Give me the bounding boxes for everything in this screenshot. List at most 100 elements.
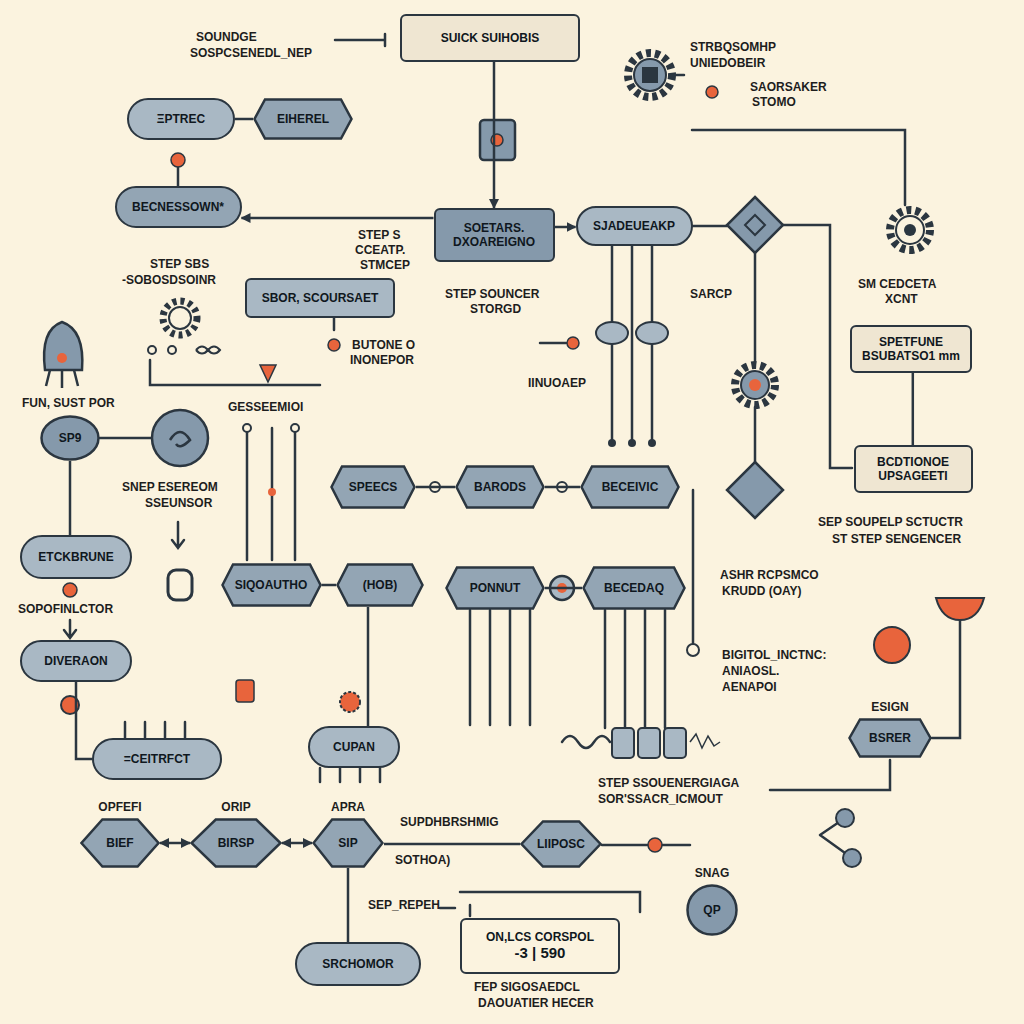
annotation-label: SAORSAKER xyxy=(750,80,827,95)
connector xyxy=(242,217,434,220)
red-dot xyxy=(171,153,185,167)
small-node xyxy=(148,346,156,354)
circle-outline xyxy=(688,886,737,935)
rounded-box: ΞPTREC xyxy=(127,98,235,140)
annotation-label: IINUOAEP xyxy=(528,376,586,391)
small-node xyxy=(168,346,176,354)
hexagon-outline xyxy=(447,568,544,609)
orange-blob xyxy=(874,627,910,663)
hexagon-outline xyxy=(338,565,423,606)
node-label: SP9 xyxy=(59,431,82,445)
connector xyxy=(545,486,580,489)
annotation-label: STORGD xyxy=(470,302,521,317)
annotation-label: STEP SBS xyxy=(150,257,209,272)
hexagon-outline xyxy=(222,565,320,606)
terminal-dot xyxy=(628,439,636,447)
wire xyxy=(605,610,665,728)
annotation-label: DAOUATIER HECER xyxy=(478,996,594,1011)
node-heading: ESIGN xyxy=(871,700,908,714)
process-box: ON,LCS CORSPOL-3 | 590 xyxy=(460,918,620,974)
node-label: LIIPOSC xyxy=(537,837,585,851)
connector xyxy=(160,842,190,845)
hexagon-node: SPEECS xyxy=(330,465,416,509)
process-box: SUICK SUIHOBIS xyxy=(400,14,580,62)
gear-core xyxy=(749,379,761,391)
red-dot xyxy=(706,86,718,98)
annotation-label: STEP S xyxy=(358,228,400,243)
hexagon-outline xyxy=(255,100,352,139)
gear-body xyxy=(634,59,666,91)
gear-icon xyxy=(890,210,930,250)
hexagon-outline xyxy=(332,467,415,508)
rounded-box: CUPAN xyxy=(308,726,400,768)
node-label: BECEDAQ xyxy=(604,581,664,595)
diamond-symbol xyxy=(727,462,783,518)
annotation-label: SUPDHBRSHMIG xyxy=(400,815,499,830)
gear-core xyxy=(904,224,916,236)
connector xyxy=(282,842,312,845)
diamond-outline xyxy=(192,820,281,867)
wire xyxy=(562,736,610,748)
wire xyxy=(320,768,380,782)
annotation-label: SOTHOA) xyxy=(395,853,450,868)
connector xyxy=(347,868,350,942)
terminal-dot xyxy=(291,424,299,432)
diamond-outline xyxy=(522,822,601,867)
wire xyxy=(783,225,852,468)
connector xyxy=(912,373,915,445)
node-label: BSUBATSO1 mm xyxy=(862,349,960,363)
orange-arrow xyxy=(260,365,276,382)
annotation-label: FEP SIGOSAEDCL xyxy=(474,980,580,995)
hexagon-outline xyxy=(584,568,685,609)
node-label: BARODS xyxy=(474,480,526,494)
connector xyxy=(76,682,92,759)
bracket xyxy=(460,892,640,916)
hexagon-node: BARODS xyxy=(455,465,545,509)
node-label: SPEECS xyxy=(349,480,398,494)
hexagon-node: EIHEREL xyxy=(253,98,353,140)
small-node xyxy=(687,644,699,656)
node-label: ETCKBRUNE xyxy=(38,550,113,564)
annotation-label: SOR'SSACR_ICMOUT xyxy=(598,792,723,807)
node-heading: SNAG xyxy=(695,866,730,880)
gear-teeth xyxy=(628,53,672,97)
node-label: SJADEUEAKP xyxy=(593,219,675,233)
wire xyxy=(172,522,184,548)
hexagon-node: (HOB) xyxy=(336,563,424,607)
waveform-block xyxy=(638,728,660,758)
connector xyxy=(322,584,337,587)
annotation-label: SARCP xyxy=(690,287,732,302)
red-dot xyxy=(328,339,340,351)
node-label: ON,LCS CORSPOL xyxy=(486,930,594,944)
small-node xyxy=(836,809,854,827)
annotation-label: SSEUNSOR xyxy=(145,496,212,511)
robot-legs xyxy=(46,370,78,388)
hexagon-node: SIQOAUTHO xyxy=(221,563,322,607)
rounded-box: =CEITRFCT xyxy=(92,738,222,780)
node-label: QP xyxy=(703,903,720,917)
gear-icon xyxy=(148,301,220,354)
annotation-label: KRUDD (OAY) xyxy=(722,584,802,599)
diamond-symbol xyxy=(727,197,783,253)
annotation-label: STRBQSOMHP xyxy=(690,40,776,55)
process-box: SPETFUNEBSUBATSO1 mm xyxy=(850,325,972,373)
annotation-label: FUN, SUST POR xyxy=(22,396,115,411)
annotation-label: SOPOFINLCTOR xyxy=(18,602,113,617)
node-label: -3 | 590 xyxy=(515,944,566,962)
infinity-symbol xyxy=(196,347,220,354)
node-label: DIVERAON xyxy=(44,654,107,668)
annotation-label: ANIAOSL. xyxy=(722,664,779,679)
connector xyxy=(235,118,253,121)
node-label: =CEITRFCT xyxy=(124,752,190,766)
process-box: SOETARS. DXOAREIGNO xyxy=(434,208,555,262)
wire xyxy=(100,437,152,440)
rounded-box: ETCKBRUNE xyxy=(20,535,132,579)
red-dot xyxy=(648,838,662,852)
annotation-label: SNEP ESEREOM xyxy=(122,480,218,495)
hexagon-node: PONNUT xyxy=(445,566,545,610)
node-heading: OPFEFI xyxy=(98,800,141,814)
wire xyxy=(692,130,905,205)
wire xyxy=(335,34,385,46)
rounded-box: SJADEUEAKP xyxy=(576,206,693,246)
